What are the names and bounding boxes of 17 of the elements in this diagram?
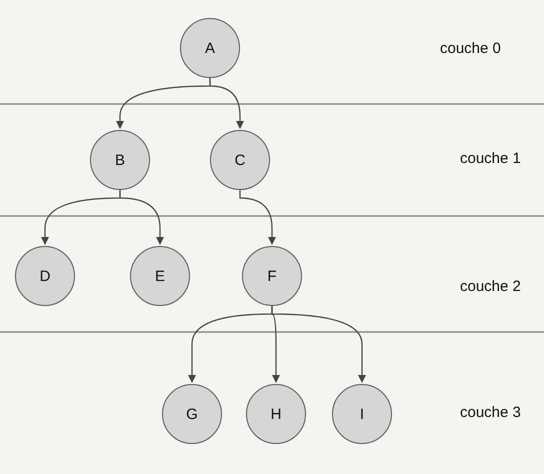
layer-label: couche 0 [440, 40, 501, 57]
layer-label: couche 1 [460, 150, 521, 167]
layer-label: couche 3 [460, 404, 521, 421]
node-label: B [114, 152, 125, 168]
layer-label: couche 2 [460, 278, 521, 295]
node-label: G [186, 406, 198, 422]
node-label: F [267, 268, 277, 284]
arrow [271, 306, 366, 383]
node-label: H [270, 406, 282, 422]
arrow [209, 78, 244, 129]
node-label: C [234, 152, 246, 168]
node-label: I [360, 406, 364, 422]
arrow [239, 190, 276, 245]
node-label: D [40, 268, 50, 284]
node-label: E [154, 268, 165, 284]
arrow [119, 190, 164, 245]
node-label: A [204, 40, 215, 56]
